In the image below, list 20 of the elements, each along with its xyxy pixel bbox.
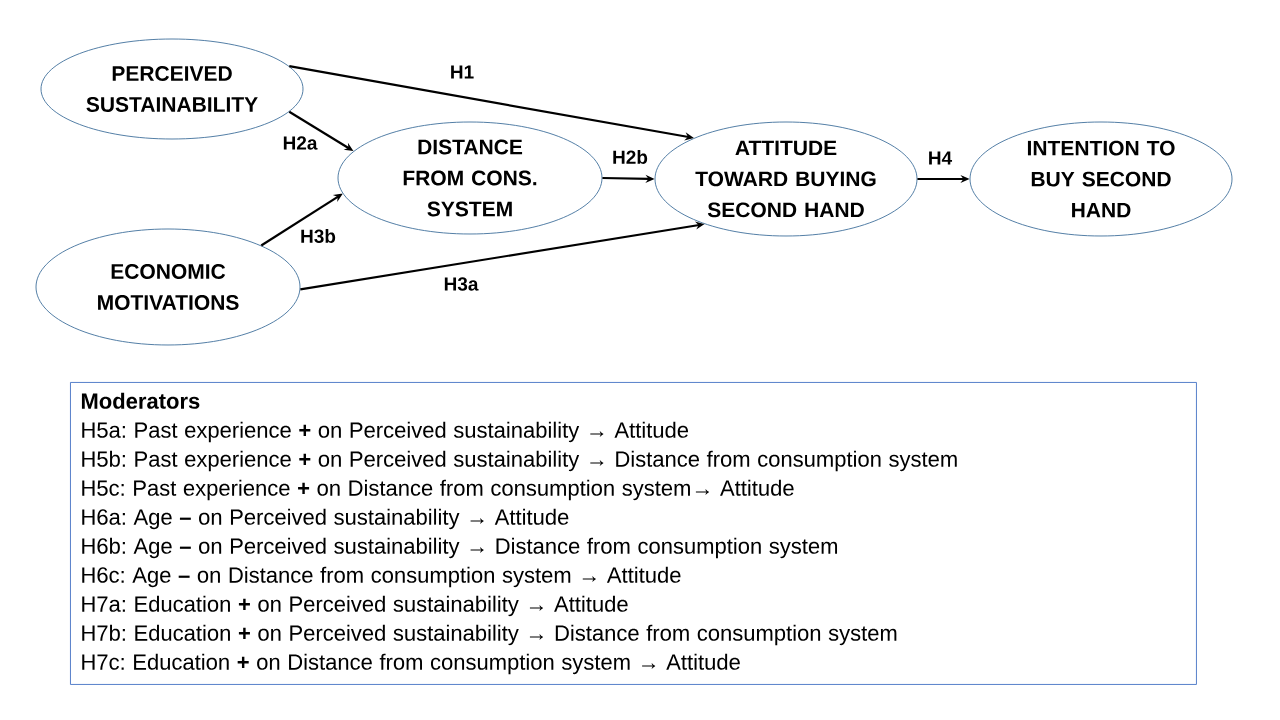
hypothesis-text: H7a: Education + on Perceived sustainability → Attitude bbox=[82, 595, 628, 617]
edge-label: H2b bbox=[611, 149, 649, 165]
edge-label: H1 bbox=[448, 64, 476, 80]
hypothesis-text: H7b: Education + on Perceived sustainability → Distance from consumption system bbox=[82, 624, 897, 646]
hypothesis-text: H5b: Past experience + on Perceived sustainability → Distance from consumption system bbox=[82, 450, 957, 472]
edge-label: H4 bbox=[926, 150, 954, 166]
moderators-box bbox=[70, 382, 1197, 685]
hypothesis-text: H6a: Age – on Perceived sustainability → Attitude bbox=[82, 508, 569, 530]
ellipse-node: DISTANCE FROM CONS. SYSTEM bbox=[337, 121, 603, 235]
hypothesis-text: H6b: Age – on Perceived sustainability → Distance from consumption system bbox=[82, 537, 837, 559]
ellipse-node: ATTITUDE TOWARD BUYING SECOND HAND bbox=[654, 121, 918, 237]
hypothesis-text: H5a: Past experience + on Perceived sustainability → Attitude bbox=[82, 421, 689, 443]
ellipse-node: ECONOMIC MOTIVATIONS bbox=[35, 228, 301, 346]
ellipse-node: INTENTION TO BUY SECOND HAND bbox=[969, 121, 1233, 237]
edge-label: H3b bbox=[299, 228, 337, 244]
hypothesis-text: H7c: Education + on Distance from consumption system → Attitude bbox=[82, 653, 740, 675]
box-heading: Moderators bbox=[81, 392, 200, 409]
hypothesis-text: H5c: Past experience + on Distance from consumption system→ Attitude bbox=[82, 479, 794, 501]
edge-label: H3a bbox=[442, 276, 480, 292]
hypothesis-text: H6c: Age – on Distance from consumption system → Attitude bbox=[82, 566, 681, 588]
